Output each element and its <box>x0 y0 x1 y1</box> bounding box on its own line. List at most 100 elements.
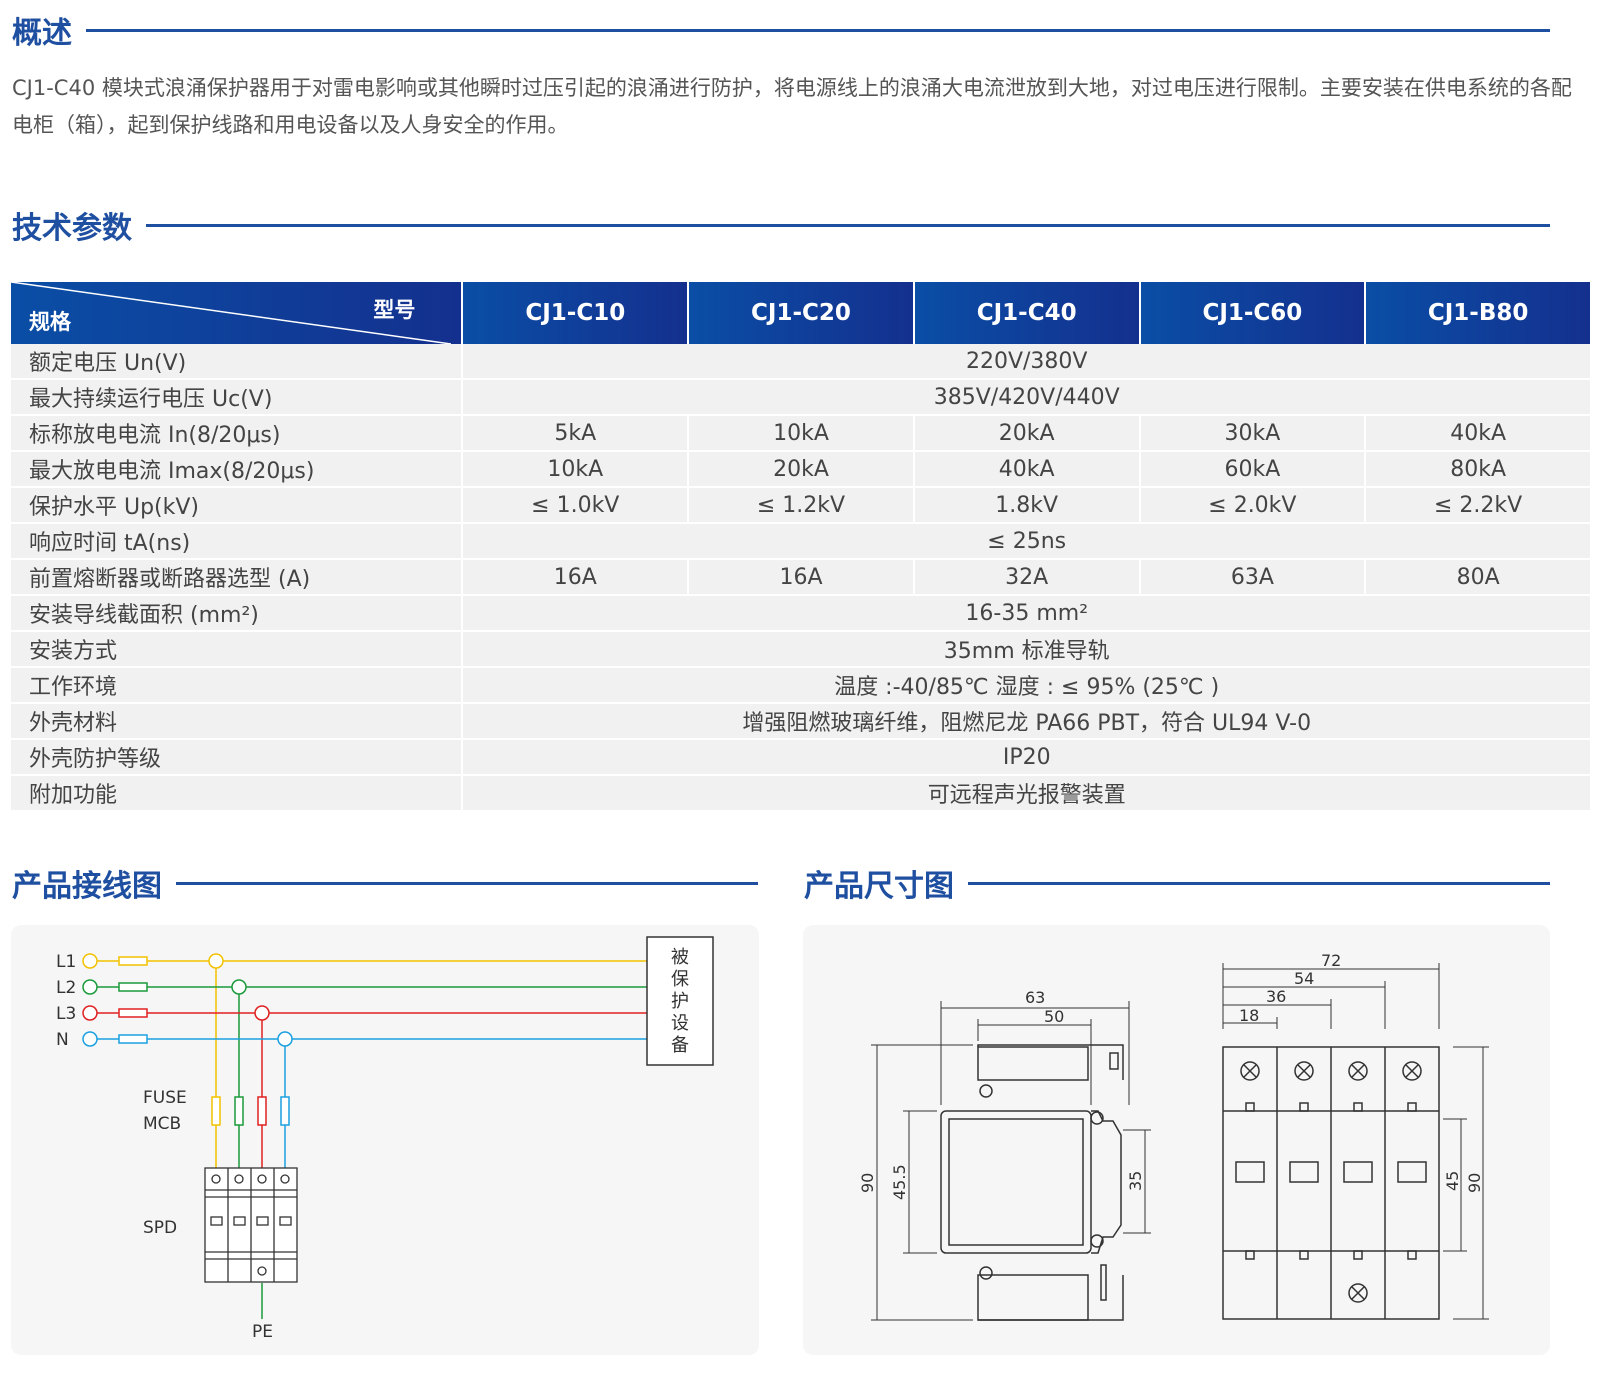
spec-label: 响应时间 tA(ns) <box>11 523 463 560</box>
spec-value: 60kA <box>1138 451 1366 488</box>
spd-module <box>204 1167 298 1283</box>
overview-title: 概述 <box>12 16 72 51</box>
spec-value: 30kA <box>1138 415 1366 452</box>
wiring-title: 产品接线图 <box>12 869 162 904</box>
overview-header: 概述 <box>12 8 1550 52</box>
spec-value: ≤ 2.0kV <box>1138 487 1366 524</box>
front-dimension-lines <box>1222 963 1489 1320</box>
spec-value: 63A <box>1138 559 1366 596</box>
dimension-drawing: 63 50 90 45.5 35 <box>858 951 1489 1321</box>
spec-row: 工作环境 温度 :-40/85℃ 湿度 : ≤ 95% (25℃ ) <box>11 667 1590 704</box>
spec-table: 型号 规格 CJ1-C10 CJ1-C20 CJ1-C40 CJ1-C60 CJ… <box>11 282 1590 812</box>
dimension-title-rule <box>968 881 1550 885</box>
spec-value: ≤ 1.2kV <box>687 487 914 524</box>
spec-span-value: 220V/380V <box>461 344 1590 380</box>
line-label-l1: L1 <box>56 952 76 972</box>
dim-side-90: 90 <box>858 1173 877 1193</box>
dim-front-54: 54 <box>1294 969 1314 988</box>
spec-value: 16A <box>461 559 689 596</box>
wire-l3 <box>82 1005 647 1170</box>
wiring-diagram: L1 L2 L3 N <box>56 936 714 1342</box>
dim-front-45: 45 <box>1443 1171 1462 1191</box>
model-header-cell: CJ1-C20 <box>687 282 914 344</box>
overview-title-rule <box>86 28 1550 32</box>
spec-value: 5kA <box>461 415 689 452</box>
dim-side-50: 50 <box>1044 1007 1064 1026</box>
spec-span-value: 可远程声光报警装置 <box>461 775 1590 812</box>
protected-device-box <box>646 936 714 1066</box>
front-view <box>1222 1046 1440 1320</box>
spec-label: 工作环境 <box>11 667 463 704</box>
spec-row: 安装导线截面积 (mm²) 16-35 mm² <box>11 595 1590 632</box>
dim-front-36: 36 <box>1266 987 1286 1006</box>
model-header-cell: CJ1-C60 <box>1138 282 1366 344</box>
dim-side-63: 63 <box>1025 988 1045 1007</box>
dim-side-45-5: 45.5 <box>890 1164 909 1200</box>
spec-span-value: 温度 :-40/85℃ 湿度 : ≤ 95% (25℃ ) <box>461 667 1590 704</box>
mcb-label: MCB <box>143 1114 181 1134</box>
spec-label: 安装方式 <box>11 631 463 668</box>
spec-row: 外壳防护等级 IP20 <box>11 739 1590 776</box>
dim-front-72: 72 <box>1321 951 1341 970</box>
spec-value: 32A <box>912 559 1140 596</box>
protected-device-label: 被保护设备 <box>671 947 689 1056</box>
wiring-header: 产品接线图 <box>12 861 758 905</box>
spec-span-value: 385V/420V/440V <box>461 379 1590 416</box>
spec-row: 附加功能 可远程声光报警装置 <box>11 775 1590 812</box>
spec-label: 最大持续运行电压 Uc(V) <box>11 379 463 416</box>
line-label-n: N <box>56 1030 69 1050</box>
dimension-panel: 63 50 90 45.5 35 <box>803 925 1550 1355</box>
dim-side-35: 35 <box>1126 1171 1145 1191</box>
spec-label: 标称放电电流 In(8/20μs) <box>11 415 463 452</box>
wire-n <box>82 1031 647 1170</box>
spec-header-row: 型号 规格 CJ1-C10 CJ1-C20 CJ1-C40 CJ1-C60 CJ… <box>11 282 1590 344</box>
spec-row: 最大持续运行电压 Uc(V) 385V/420V/440V <box>11 379 1590 416</box>
spec-value: 40kA <box>912 451 1140 488</box>
spec-value: 10kA <box>687 415 914 452</box>
dimension-title: 产品尺寸图 <box>804 869 954 904</box>
spec-label: 安装导线截面积 (mm²) <box>11 595 463 632</box>
spec-value: 1.8kV <box>912 487 1140 524</box>
dimension-header: 产品尺寸图 <box>804 861 1550 905</box>
spec-row: 保护水平 Up(kV) ≤ 1.0kV ≤ 1.2kV 1.8kV ≤ 2.0k… <box>11 487 1590 524</box>
spec-value: 80A <box>1364 559 1590 596</box>
spec-span-value: 16-35 mm² <box>461 595 1590 632</box>
spec-value: ≤ 1.0kV <box>461 487 689 524</box>
spec-row: 额定电压 Un(V) 220V/380V <box>11 344 1590 380</box>
spec-value: 40kA <box>1364 415 1590 452</box>
spec-row: 最大放电电流 Imax(8/20μs) 10kA 20kA 40kA 60kA … <box>11 451 1590 488</box>
spec-value: 10kA <box>461 451 689 488</box>
model-header-cell: CJ1-C10 <box>461 282 689 344</box>
spec-label: 保护水平 Up(kV) <box>11 487 463 524</box>
spd-label: SPD <box>143 1218 177 1238</box>
overview-text: CJ1-C40 模块式浪涌保护器用于对雷电影响或其他瞬时过压引起的浪涌进行防护，… <box>12 76 1572 137</box>
spec-label: 附加功能 <box>11 775 463 812</box>
spec-label: 最大放电电流 Imax(8/20μs) <box>11 451 463 488</box>
spec-row: 安装方式 35mm 标准导轨 <box>11 631 1590 668</box>
spec-value: ≤ 2.2kV <box>1364 487 1590 524</box>
spec-label: 前置熔断器或断路器选型 (A) <box>11 559 463 596</box>
spec-value: 20kA <box>687 451 914 488</box>
side-view <box>940 1044 1124 1321</box>
side-dimension-lines <box>871 1001 1151 1321</box>
model-header-cell: CJ1-B80 <box>1364 282 1590 344</box>
spec-span-value: 增强阻燃玻璃纤维，阻燃尼龙 PA66 PBT，符合 UL94 V-0 <box>461 703 1590 740</box>
wiring-title-rule <box>176 881 758 885</box>
dim-front-90: 90 <box>1465 1173 1484 1193</box>
spec-row: 外壳材料 增强阻燃玻璃纤维，阻燃尼龙 PA66 PBT，符合 UL94 V-0 <box>11 703 1590 740</box>
spec-value: 16A <box>687 559 914 596</box>
corner-spec-label: 规格 <box>29 310 71 334</box>
wire-l1 <box>82 953 647 1170</box>
line-label-l3: L3 <box>56 1004 76 1024</box>
spec-corner-cell: 型号 规格 <box>11 282 463 344</box>
spec-row: 标称放电电流 In(8/20μs) 5kA 10kA 20kA 30kA 40k… <box>11 415 1590 452</box>
spec-value: 20kA <box>912 415 1140 452</box>
tech-title-rule <box>146 223 1550 227</box>
spec-label: 额定电压 Un(V) <box>11 344 463 380</box>
model-header-cell: CJ1-C40 <box>912 282 1140 344</box>
tech-title: 技术参数 <box>12 211 132 246</box>
spec-label: 外壳防护等级 <box>11 739 463 776</box>
spec-label: 外壳材料 <box>11 703 463 740</box>
spec-row: 响应时间 tA(ns) ≤ 25ns <box>11 523 1590 560</box>
wire-l2 <box>82 979 647 1170</box>
